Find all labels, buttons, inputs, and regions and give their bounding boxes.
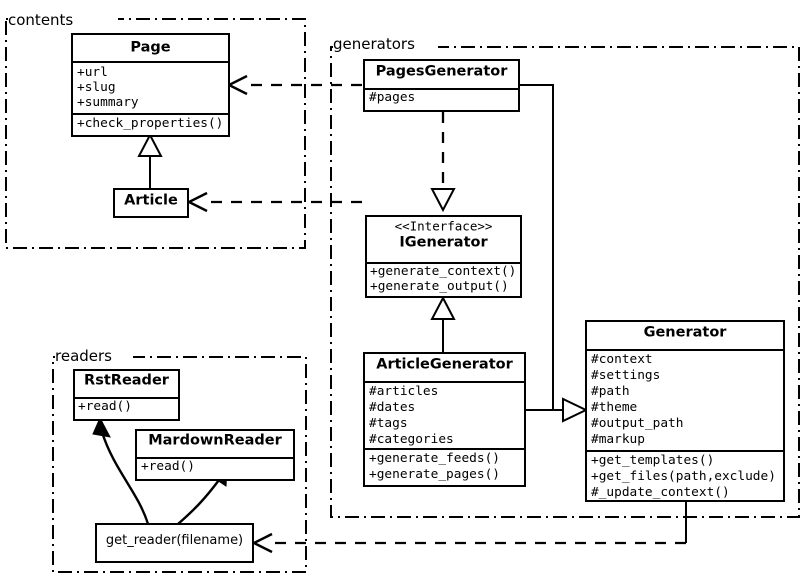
class-rstreader-method: +read() — [78, 399, 132, 414]
package-readers-label: readers — [55, 347, 112, 365]
class-articlegenerator-frame — [363, 352, 526, 487]
class-pagesgenerator[interactable]: PagesGenerator #pages — [363, 59, 520, 112]
class-rstreader-name: RstReader — [84, 373, 170, 389]
class-page-attribute: +summary — [77, 95, 139, 110]
class-generator-attribute: #path — [591, 384, 630, 399]
class-articlegenerator-attribute: #articles — [369, 384, 438, 399]
class-igenerator-name: IGenerator — [399, 235, 488, 251]
package-contents-label-bg — [8, 10, 118, 26]
edge-getreader-returns-rstreader-arrowhead — [92, 416, 111, 438]
function-get-reader-frame — [95, 523, 254, 563]
class-article-name: Article — [124, 193, 178, 209]
class-generator-method: +get_templates() — [591, 453, 714, 468]
edge-article-inherits-page-arrowhead — [137, 132, 163, 157]
package-contents-label: contents — [8, 11, 73, 29]
class-generator-name: Generator — [644, 325, 728, 341]
class-articlegenerator[interactable]: ArticleGenerator #articles #dates #tags … — [363, 352, 526, 487]
edge-getreader-returns-mardownreader — [177, 479, 220, 525]
class-igenerator-stereotype: <<Interface>> — [395, 219, 493, 234]
class-generator-attribute: #context — [591, 352, 653, 367]
class-generator-method: #_update_context() — [591, 485, 730, 500]
class-articlegenerator-name: ArticleGenerator — [376, 357, 513, 373]
package-generators-label: generators — [333, 35, 415, 53]
edge-articlegenerator-uses-article-arrowhead — [186, 191, 208, 213]
class-generator-method: +get_files(path,exclude) — [591, 469, 776, 484]
class-mardownreader-method: +read() — [141, 459, 195, 474]
class-articlegenerator-attribute: #tags — [369, 416, 408, 431]
class-generator-attribute: #settings — [591, 368, 660, 383]
function-get-reader-label: get_reader(filename) — [106, 533, 243, 548]
edge-articlegenerator-inherits-igenerator-arrowhead — [430, 295, 456, 320]
class-igenerator-method: +generate_context() — [370, 264, 516, 279]
class-mardownreader-frame — [135, 429, 295, 481]
class-pagesgenerator-frame — [363, 59, 520, 112]
package-generators-boundary — [330, 46, 800, 518]
class-generator-attribute: #markup — [591, 432, 645, 447]
class-igenerator-frame — [365, 215, 522, 298]
class-articlegenerator-method: +generate_feeds() — [369, 451, 500, 466]
class-page-attribute: +url — [77, 65, 108, 80]
class-igenerator-method: +generate_output() — [370, 279, 509, 294]
class-page-method: +check_properties() — [77, 116, 223, 131]
class-article[interactable]: Article — [113, 188, 189, 218]
class-generator[interactable]: Generator #context #settings #path #them… — [585, 320, 785, 502]
edge-generator-inheritance-arrowhead — [562, 397, 589, 423]
edge-generator-uses-getreader-arrowhead — [251, 532, 273, 554]
edge-pagesgenerator-realizes-igenerator-arrowhead — [430, 188, 456, 213]
package-generators-label-bg — [333, 34, 438, 50]
class-mardownreader-name: MardownReader — [148, 433, 282, 449]
class-page-attribute: +slug — [77, 80, 116, 95]
class-rstreader-frame — [73, 369, 180, 421]
class-generator-attribute: #theme — [591, 400, 637, 415]
edge-getreader-returns-rstreader — [100, 431, 150, 525]
class-igenerator[interactable]: <<Interface>> IGenerator +generate_conte… — [365, 215, 522, 298]
class-rstreader[interactable]: RstReader +read() — [73, 369, 180, 421]
class-page-frame — [71, 33, 230, 137]
class-page[interactable]: Page +url +slug +summary +check_properti… — [71, 33, 230, 137]
class-article-frame — [113, 188, 189, 218]
class-pagesgenerator-attribute: #pages — [369, 90, 415, 105]
edge-pagesgenerator-uses-page-arrowhead — [226, 74, 248, 96]
class-articlegenerator-attribute: #dates — [369, 400, 415, 415]
class-articlegenerator-attribute: #categories — [369, 432, 454, 447]
package-contents-boundary — [5, 18, 306, 249]
class-pagesgenerator-name: PagesGenerator — [376, 64, 509, 80]
package-readers-label-bg — [55, 347, 133, 363]
class-articlegenerator-method: +generate_pages() — [369, 467, 500, 482]
function-get-reader[interactable]: get_reader(filename) — [95, 523, 254, 563]
class-mardownreader[interactable]: MardownReader +read() — [135, 429, 295, 481]
class-generator-attribute: #output_path — [591, 416, 683, 431]
class-page-name: Page — [130, 40, 170, 56]
